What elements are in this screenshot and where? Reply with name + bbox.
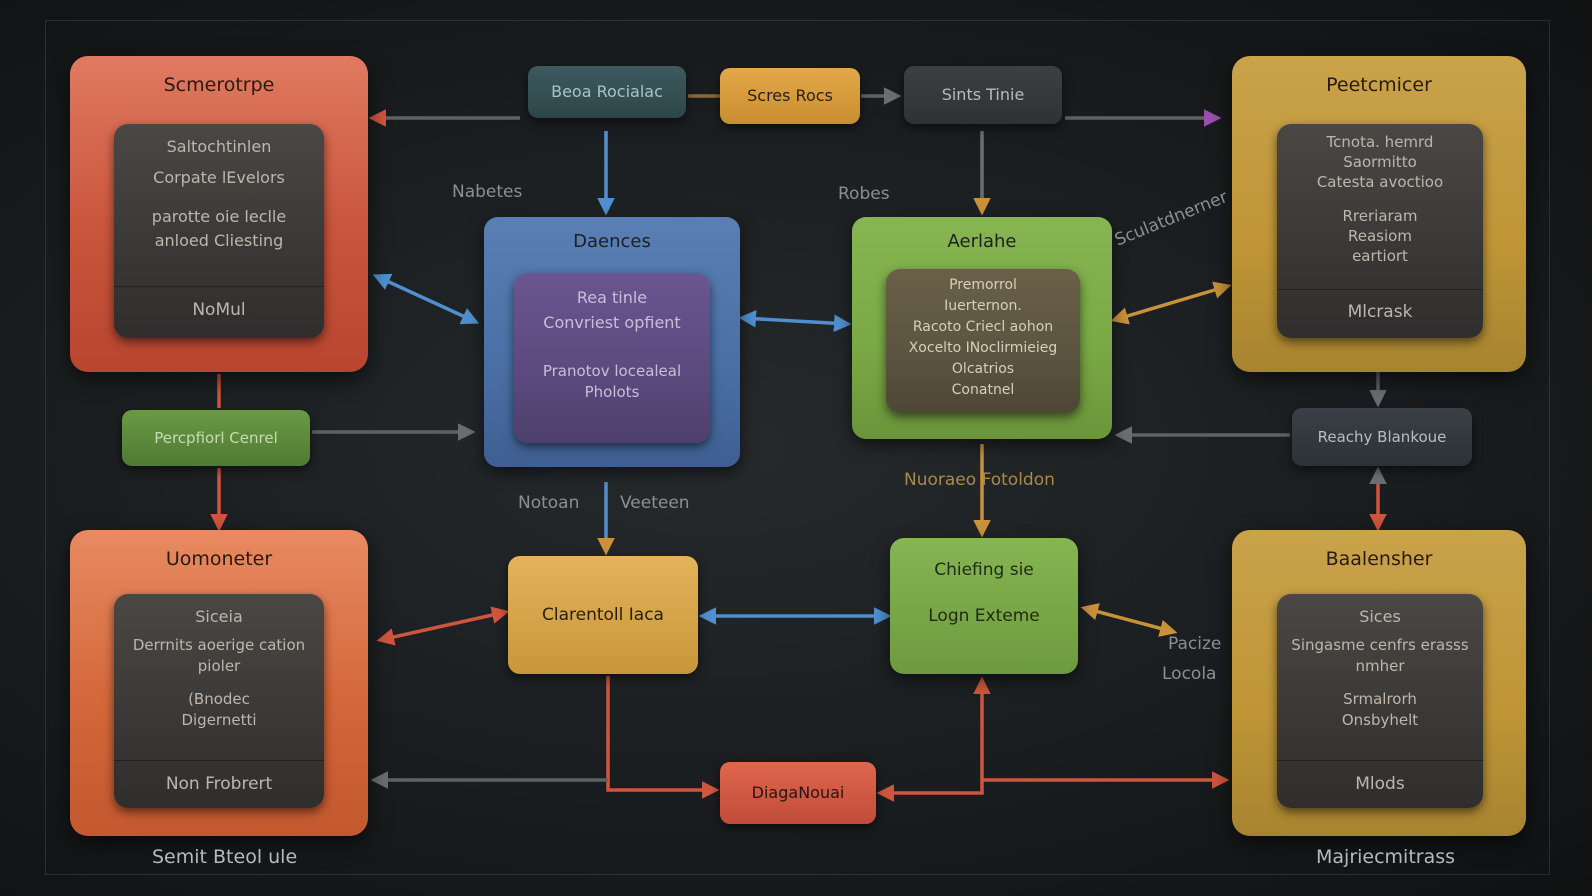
- arrow-blue-green: [738, 310, 852, 332]
- node-reachy: Reachy Blankoue: [1292, 408, 1472, 466]
- block-inner-panel: Saltochtinlen Corpate lEvelors parotte o…: [114, 124, 324, 338]
- arrow-topleft-blue: [372, 273, 480, 325]
- block-center-green: Aerlahe Premorrol Iuerternon. Racoto Cri…: [852, 217, 1112, 439]
- node-clarenton: Clarentoll Iaca: [508, 556, 698, 674]
- arrow-clarenton-diagnosis: [606, 676, 720, 799]
- inner-line: Saltochtinlen: [166, 137, 272, 156]
- inner-line: eartiort: [1352, 247, 1408, 265]
- inner-line: Derrnits aoerige cation: [132, 636, 306, 654]
- block-top-left: Scmerotrpe Saltochtinlen Corpate lEvelor…: [70, 56, 368, 372]
- inner-line: (Bnodec: [188, 690, 250, 708]
- inner-line: Reasiom: [1348, 227, 1412, 245]
- inner-line: parotte oie leclle: [151, 207, 287, 226]
- label-locola: Locola: [1162, 664, 1217, 684]
- inner-footer: Mlods: [1355, 774, 1405, 794]
- inner-footer: Non Frobrert: [165, 774, 273, 794]
- block-bottom-left: Uomoneter Siceia Derrnits aoerige cation…: [70, 530, 368, 836]
- inner-line: Singasme cenfrs erasss: [1291, 636, 1469, 654]
- inner-line: nmher: [1355, 657, 1405, 675]
- inner-line: Pholots: [584, 383, 640, 401]
- node-perceptual: Percpfiorl Cenrel: [122, 410, 310, 466]
- block-title: Daences: [573, 231, 651, 252]
- inner-line: Iuerternon.: [944, 298, 1022, 314]
- block-title: Uomoneter: [165, 548, 273, 570]
- label-robes: Robes: [838, 184, 890, 204]
- inner-line: [514, 333, 710, 361]
- inner-line: [1277, 677, 1483, 689]
- inner-line: Catesta avoctioo: [1316, 173, 1444, 191]
- block-inner-panel: Siceia Derrnits aoerige cation pioler (B…: [114, 594, 324, 808]
- inner-line: Sices: [1359, 607, 1401, 626]
- block-inner-panel: Premorrol Iuerternon. Racoto Criecl aoho…: [886, 269, 1080, 413]
- inner-line: Premorrol: [949, 277, 1017, 293]
- inner-line: Srmalrorh: [1343, 690, 1417, 708]
- block-inner-panel: Tcnota. hemrd Saormitto Catesta avoctioo…: [1277, 124, 1483, 338]
- label-veeteen: Veeteen: [620, 493, 690, 513]
- inner-line: [114, 188, 324, 206]
- inner-line: Olcatrios: [951, 361, 1015, 377]
- inner-divider: [114, 286, 324, 287]
- label-notoan: Notoan: [518, 493, 580, 513]
- node-chiefing: Chiefing sie Logn Exteme: [890, 538, 1078, 674]
- inner-line: pioler: [197, 657, 241, 675]
- inner-line: Convriest opfient: [543, 313, 681, 332]
- block-center-blue: Daences Rea tinle Convriest opfient Pran…: [484, 217, 740, 467]
- label-nabetes: Nabetes: [452, 182, 523, 202]
- block-title: Baalensher: [1325, 548, 1433, 570]
- block-title: Peetcmicer: [1326, 74, 1432, 96]
- arrow-clarenton-bottomleft: [376, 606, 510, 646]
- diagram-frame: [45, 20, 1550, 875]
- inner-line: Onsbyhelt: [1341, 711, 1419, 729]
- inner-line: Corpate lEvelors: [153, 168, 285, 187]
- node-scres: Scres Rocs: [720, 68, 860, 124]
- arrow-chiefing-bottomright: [1080, 603, 1178, 637]
- inner-line: [114, 677, 324, 689]
- inner-divider: [1277, 289, 1483, 290]
- inner-line: anloed Cliesting: [154, 231, 284, 250]
- arrow-diagnosis-chiefing: [876, 676, 991, 802]
- inner-line: Conatnel: [951, 382, 1015, 398]
- node-sints: Sints Tinie: [904, 66, 1062, 124]
- node-diagnosis: DiagaNouai: [720, 762, 876, 824]
- block-inner-panel: Rea tinle Convriest opfient Pranotov loc…: [514, 273, 710, 443]
- block-inner-panel: Sices Singasme cenfrs erasss nmher Srmal…: [1277, 594, 1483, 808]
- inner-line: Siceia: [195, 607, 243, 626]
- inner-line: [1277, 192, 1483, 206]
- block-title: Scmerotrpe: [163, 74, 275, 96]
- node-beta: Beoa Rocialac: [528, 66, 686, 118]
- block-top-right: Peetcmicer Tcnota. hemrd Saormitto Cates…: [1232, 56, 1526, 372]
- inner-line: Rea tinle: [576, 288, 648, 307]
- chiefing-subtitle: Logn Exteme: [928, 606, 1040, 626]
- label-pacize: Pacize: [1168, 634, 1222, 654]
- footer-right-caption: Majriecmitrass: [1316, 846, 1456, 868]
- chiefing-title: Chiefing sie: [934, 560, 1034, 580]
- inner-line: Pranotov locealeal: [542, 362, 682, 380]
- inner-footer: NoMul: [192, 300, 246, 320]
- inner-divider: [114, 760, 324, 761]
- inner-divider: [1277, 760, 1483, 761]
- block-title: Aerlahe: [947, 231, 1017, 252]
- label-nuorareo: Nuoraeo Fotoldon: [904, 470, 1055, 490]
- block-bottom-right: Baalensher Sices Singasme cenfrs erasss …: [1232, 530, 1526, 836]
- inner-line: Saormitto: [1343, 153, 1417, 171]
- inner-line: Racoto Criecl aohon: [912, 319, 1054, 335]
- arrow-green-topright: [1110, 281, 1232, 325]
- inner-line: Xocelto INoclirmieieg: [908, 340, 1058, 356]
- inner-line: Rreriaram: [1342, 207, 1418, 225]
- footer-left-caption: Semit Bteol ule: [152, 846, 298, 868]
- inner-line: Digernetti: [181, 711, 257, 729]
- inner-line: Tcnota. hemrd: [1326, 133, 1434, 151]
- inner-footer: Mlcrask: [1347, 302, 1413, 322]
